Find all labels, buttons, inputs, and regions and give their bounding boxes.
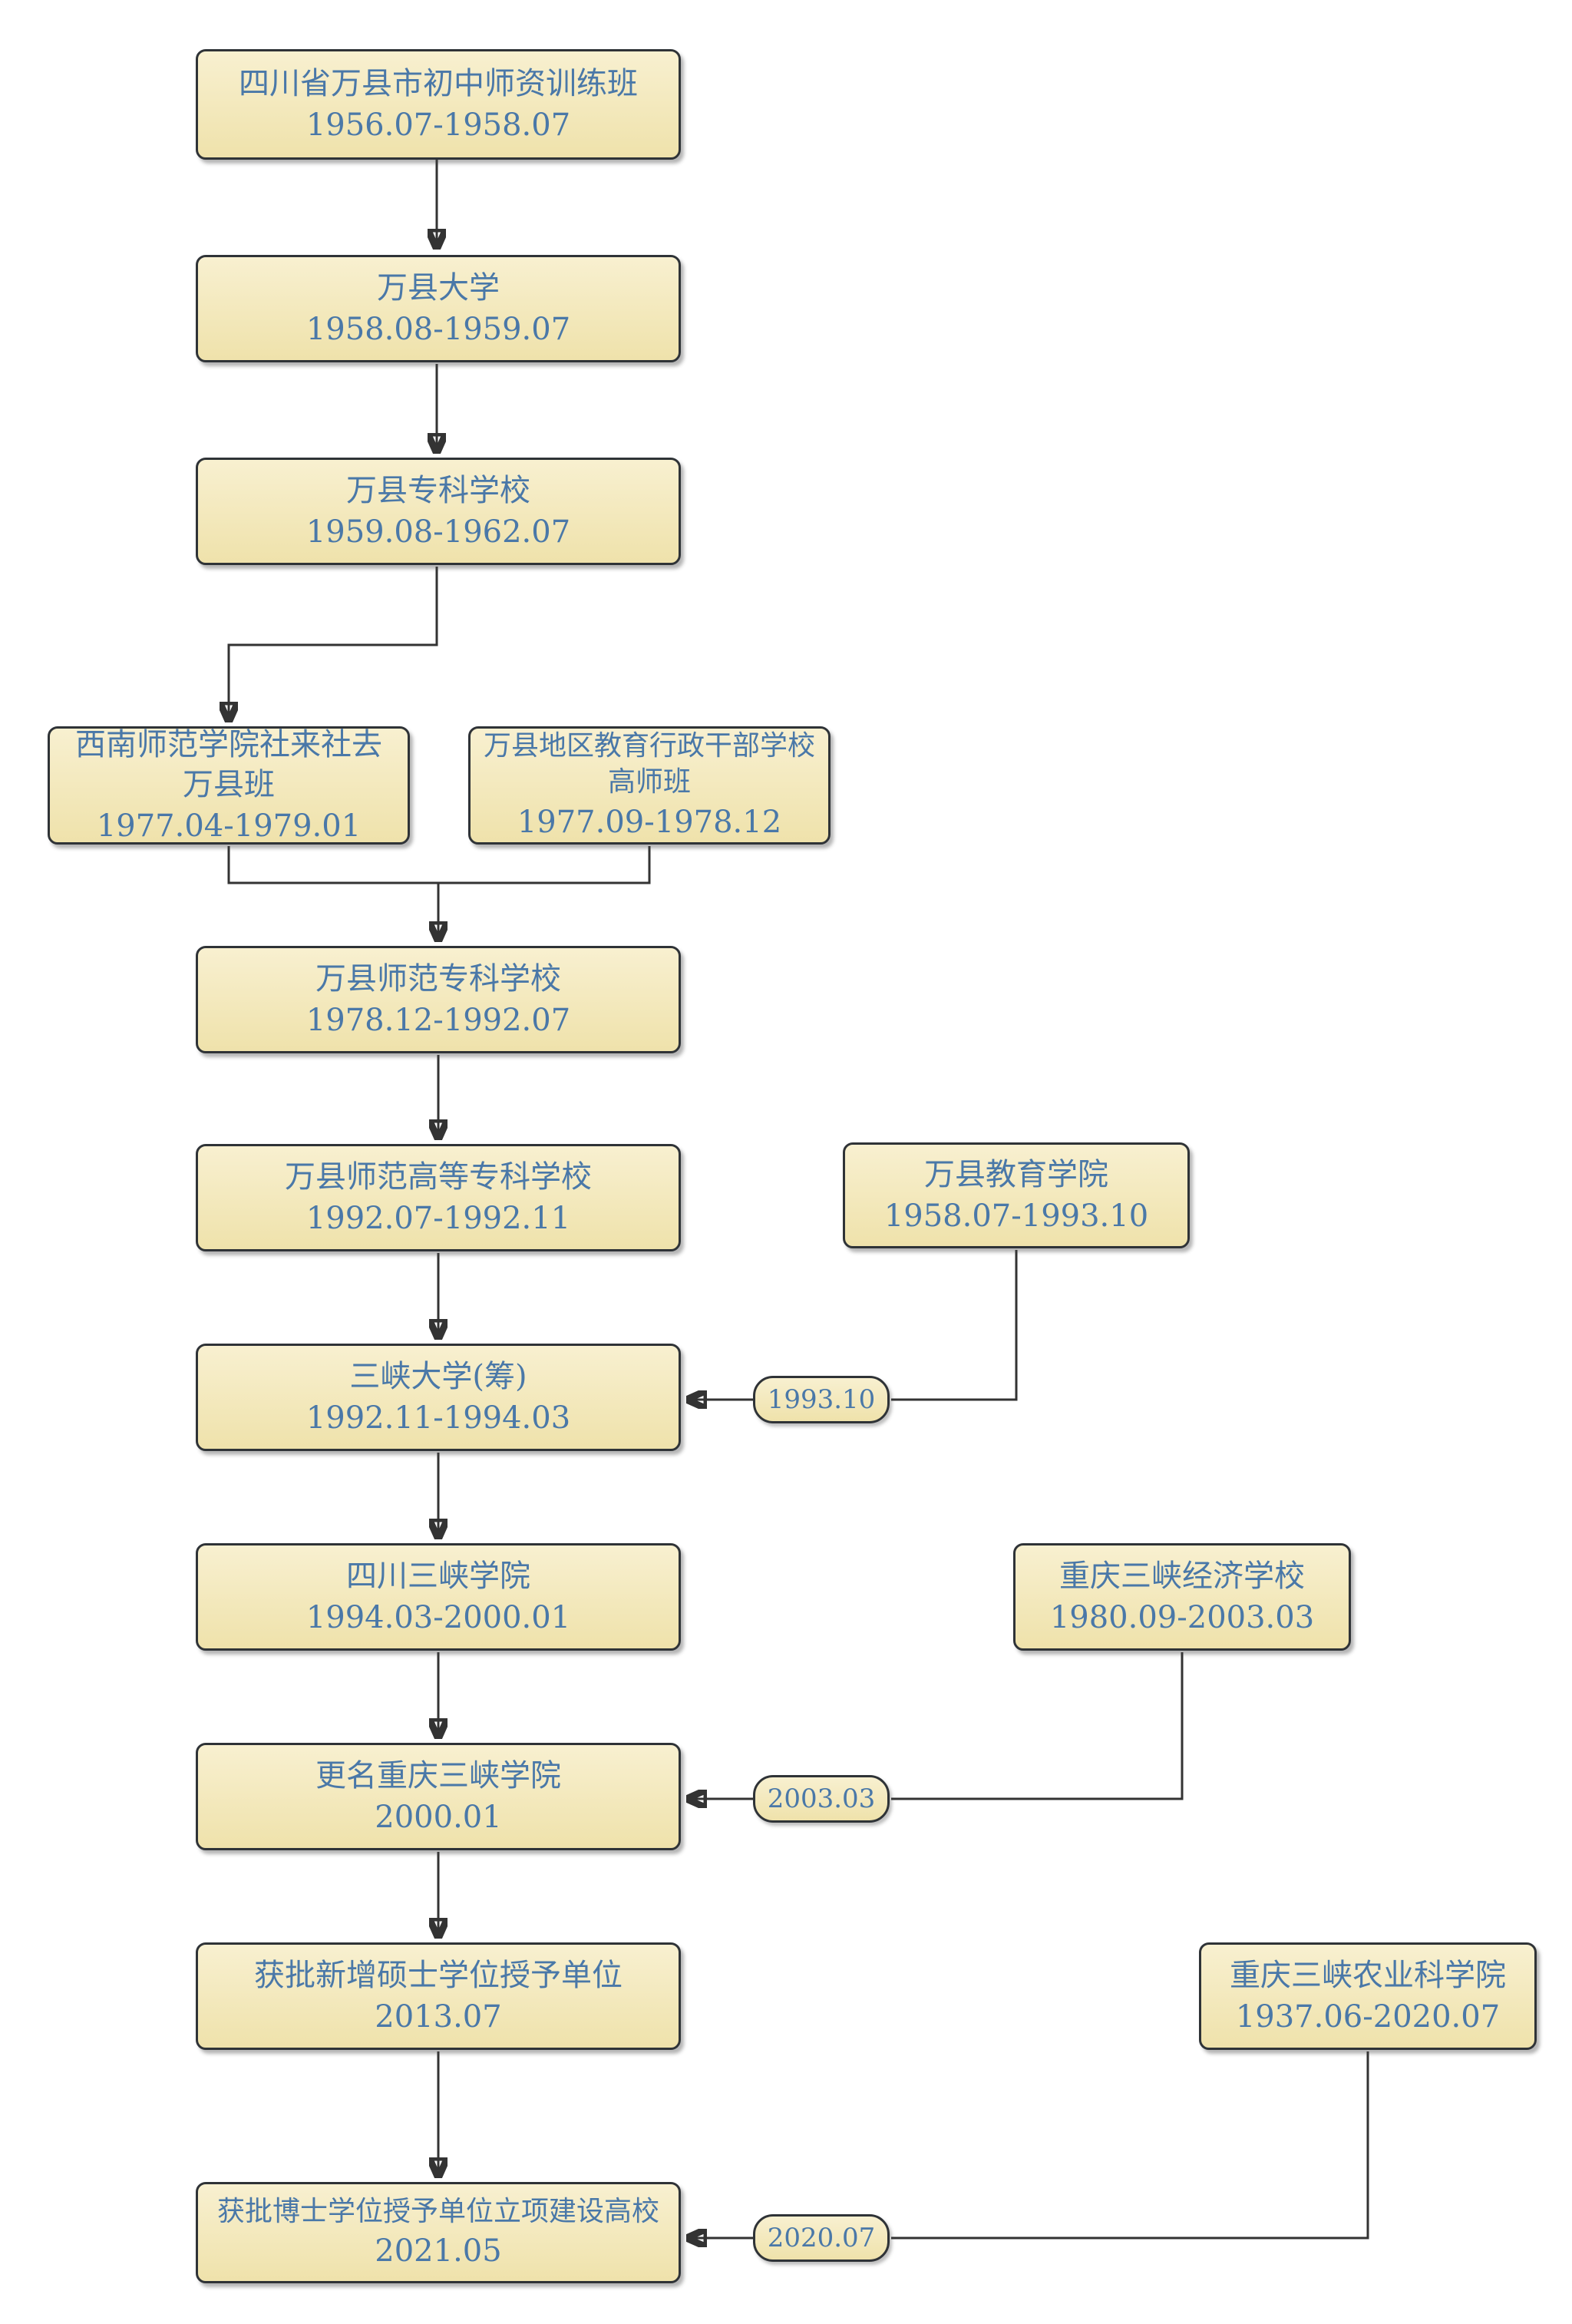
node-wanxian-admin-cadre-school: 万县地区教育行政干部学校 高师班 1977.09-1978.12 [468, 726, 831, 845]
node-dates: 1937.06-2020.07 [1235, 1999, 1501, 2035]
node-title: 四川省万县市初中师资训练班 [239, 66, 638, 101]
node-title: 西南师范学院社来社去 万县班 [75, 727, 382, 802]
node-dates: 1992.07-1992.11 [305, 1201, 571, 1236]
connector-box11-badge2 [891, 1652, 1184, 1800]
badge-label: 1993.10 [767, 1384, 876, 1415]
node-title: 三峡大学(筹) [349, 1359, 527, 1394]
node-dates: 1977.04-1979.01 [96, 808, 362, 844]
node-title: 四川三峡学院 [346, 1559, 530, 1594]
node-dates: 2021.05 [375, 2233, 502, 2269]
connector-box14-badge3 [891, 2051, 1369, 2240]
node-master-degree-unit: 获批新增硕士学位授予单位 2013.07 [196, 1942, 681, 2050]
node-title: 万县师范高等专科学校 [285, 1159, 592, 1195]
node-wanxian-junior-teacher-training: 四川省万县市初中师资训练班 1956.07-1958.07 [196, 49, 681, 160]
node-dates: 2013.07 [375, 1999, 502, 2035]
node-title: 重庆三峡农业科学院 [1230, 1958, 1506, 1993]
node-sanxia-university-prep: 三峡大学(筹) 1992.11-1994.03 [196, 1344, 681, 1451]
node-wanxian-education-institute: 万县教育学院 1958.07-1993.10 [843, 1142, 1190, 1248]
node-title: 万县地区教育行政干部学校 高师班 [483, 730, 815, 798]
node-wanxian-teachers-college: 万县师范专科学校 1978.12-1992.07 [196, 946, 681, 1053]
badge-label: 2020.07 [767, 2223, 876, 2253]
node-dates: 1958.07-1993.10 [883, 1198, 1149, 1234]
node-dates: 1978.12-1992.07 [305, 1003, 571, 1038]
node-doctoral-unit: 获批博士学位授予单位立项建设高校 2021.05 [196, 2182, 681, 2283]
node-wanxian-university: 万县大学 1958.08-1959.07 [196, 255, 681, 362]
node-dates: 1992.11-1994.03 [305, 1400, 571, 1436]
node-title: 获批新增硕士学位授予单位 [254, 1958, 623, 1993]
node-title: 万县专科学校 [346, 473, 530, 508]
node-title: 万县师范专科学校 [315, 961, 561, 997]
node-title: 获批博士学位授予单位立项建设高校 [216, 2195, 659, 2227]
node-dates: 1980.09-2003.03 [1049, 1600, 1315, 1635]
node-wanxian-higher-teachers-college: 万县师范高等专科学校 1992.07-1992.11 [196, 1144, 681, 1251]
connector-box3-box4 [229, 567, 438, 720]
node-dates: 1977.09-1978.12 [517, 804, 782, 840]
node-dates: 1959.08-1962.07 [305, 514, 571, 550]
node-dates: 1956.07-1958.07 [305, 107, 571, 143]
node-southwest-normal-wanxian-class: 西南师范学院社来社去 万县班 1977.04-1979.01 [48, 726, 410, 845]
node-wanxian-college: 万县专科学校 1959.08-1962.07 [196, 458, 681, 565]
node-chongqing-sanxia-economic-school: 重庆三峡经济学校 1980.09-2003.03 [1013, 1543, 1351, 1651]
node-sichuan-sanxia-college: 四川三峡学院 1994.03-2000.01 [196, 1543, 681, 1651]
connector-merge-bracket [227, 846, 651, 884]
badge-1993-10: 1993.10 [753, 1376, 890, 1423]
node-dates: 1958.08-1959.07 [305, 312, 571, 347]
node-chongqing-sanxia-agricultural-academy: 重庆三峡农业科学院 1937.06-2020.07 [1199, 1942, 1537, 2050]
node-title: 万县大学 [377, 270, 500, 306]
node-dates: 2000.01 [375, 1800, 502, 1835]
badge-2003-03: 2003.03 [753, 1775, 890, 1823]
badge-label: 2003.03 [767, 1783, 876, 1814]
node-title: 万县教育学院 [924, 1157, 1108, 1192]
connector-box8-badge1 [891, 1250, 1018, 1401]
node-dates: 1994.03-2000.01 [305, 1600, 571, 1635]
badge-2020-07: 2020.07 [753, 2214, 890, 2262]
node-renamed-chongqing-sanxia-college: 更名重庆三峡学院 2000.01 [196, 1743, 681, 1850]
node-title: 重庆三峡经济学校 [1059, 1559, 1305, 1594]
node-title: 更名重庆三峡学院 [315, 1758, 561, 1793]
